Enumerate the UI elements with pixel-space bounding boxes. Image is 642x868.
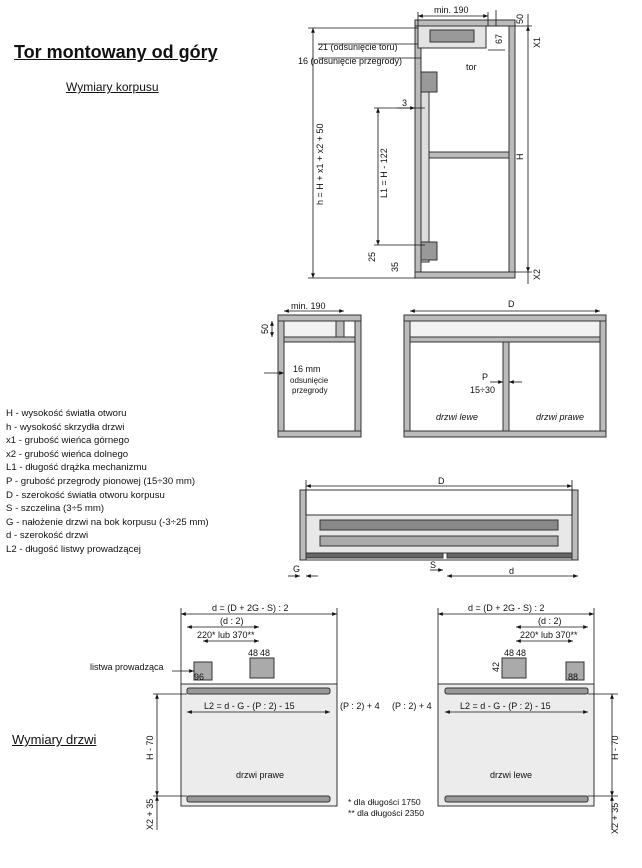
label-H-side: H <box>515 154 525 161</box>
door-left-dims <box>437 608 618 830</box>
label-S: S <box>430 560 436 570</box>
label-16mm: 16 mm <box>293 364 321 374</box>
legend-item: L1 - długość drążka mechanizmu <box>6 462 147 474</box>
label-dim3: 3 <box>402 98 407 108</box>
label-D-plan: D <box>438 476 445 486</box>
legend-item: H - wysokość światła otworu <box>6 408 127 419</box>
label-x2-35-right: X2 + 35 <box>145 799 155 830</box>
label-L2-right: L2 = d - G - (P : 2) - 15 <box>204 701 295 711</box>
label-half-d-right: (d : 2) <box>220 616 244 626</box>
label-tor: tor <box>466 62 477 72</box>
label-x2: X2 <box>532 269 542 280</box>
label-H70-right: H - 70 <box>145 735 155 760</box>
label-drzwi-prawe-mid: drzwi prawe <box>536 412 584 422</box>
label-48b-right: 48 <box>260 648 270 658</box>
label-220-370-right: 220* lub 370** <box>197 630 255 640</box>
legend-item: G - nałożenie drzwi na bok korpusu (-3÷2… <box>6 516 209 528</box>
legend-item: S - szczelina (3÷5 mm) <box>6 503 105 515</box>
label-p-half-left: (P : 2) + 4 <box>392 701 432 711</box>
label-G: G <box>293 564 300 574</box>
front-view-small-dims <box>264 309 344 375</box>
label-dim67: 67 <box>494 34 504 44</box>
label-d: d <box>509 566 514 576</box>
label-half-d-left: (d : 2) <box>538 616 562 626</box>
plan-view <box>299 489 579 561</box>
label-p-half-right: (P : 2) + 4 <box>340 701 380 711</box>
label-min190-mid: min. 190 <box>291 301 326 311</box>
drawing-labels: min. 190 21 (odsunięcie toru) 16 (odsuni… <box>90 5 620 834</box>
legend-item: D - szerokość światła otworu korpusu <box>6 489 165 501</box>
label-listwa: listwa prowadząca <box>90 662 164 672</box>
footnote: * dla długości 1750 <box>348 797 421 807</box>
label-88: 88 <box>568 672 578 682</box>
label-dim35: 35 <box>390 262 400 272</box>
label-odsuniecie-toru: 21 (odsunięcie toru) <box>318 42 398 52</box>
legend: H - wysokość światła otworu h - wysokość… <box>6 407 209 557</box>
label-min190-top: min. 190 <box>434 5 469 15</box>
door-right-drawing <box>180 657 338 807</box>
label-P: P <box>482 372 488 382</box>
label-48a-left: 48 <box>504 648 514 658</box>
label-dim50-top: 50 <box>515 14 525 24</box>
label-door-width-right: d = (D + 2G - S) : 2 <box>212 603 289 613</box>
front-view-small <box>277 314 362 438</box>
page-title: Tor montowany od góry <box>14 42 218 62</box>
footnotes: * dla długości 1750 ** dla długości 2350 <box>348 797 424 819</box>
label-h-formula: h = H + x1 + x2 + 50 <box>315 123 325 205</box>
plan-view-dims <box>288 480 578 578</box>
label-dim25: 25 <box>367 252 377 262</box>
legend-item: L2 - długość listwy prowadzącej <box>6 543 141 555</box>
door-right-dims <box>153 608 338 830</box>
legend-item: x1 - grubość wieńca górnego <box>6 435 130 447</box>
label-odsuniecie: odsunięcie <box>290 376 329 385</box>
door-left-drawing <box>437 657 595 807</box>
label-drzwi-lewe: drzwi lewe <box>490 770 532 780</box>
side-view-dimensions <box>308 10 532 284</box>
label-48a-right: 48 <box>248 648 258 658</box>
legend-item: h - wysokość skrzydła drzwi <box>6 421 125 433</box>
footnote: ** dla długości 2350 <box>348 808 424 818</box>
label-42: 42 <box>491 662 501 672</box>
legend-item: x2 - grubość wieńca dolnego <box>6 448 129 460</box>
label-drzwi-prawe: drzwi prawe <box>236 770 284 780</box>
subtitle-doors: Wymiary drzwi <box>12 732 97 747</box>
label-H70-left: H - 70 <box>610 735 620 760</box>
label-48b-left: 48 <box>516 648 526 658</box>
label-D-mid: D <box>508 299 515 309</box>
legend-item: d - szerokość drzwi <box>6 530 89 542</box>
label-door-width-left: d = (D + 2G - S) : 2 <box>468 603 545 613</box>
label-x1: X1 <box>532 37 542 48</box>
label-L2-left: L2 = d - G - (P : 2) - 15 <box>460 701 551 711</box>
front-view-wide <box>403 314 607 438</box>
front-view-wide-dims <box>410 309 600 384</box>
label-220-370-left: 220* lub 370** <box>520 630 578 640</box>
label-odsuniecie-przegrody: 16 (odsunięcie przegrody) <box>298 56 402 66</box>
side-view-cabinet <box>414 19 516 279</box>
label-przegrody: przegrody <box>292 386 328 395</box>
label-P-range: 15÷30 <box>470 385 495 395</box>
label-dim50-mid: 50 <box>260 324 270 334</box>
label-drzwi-lewe-mid: drzwi lewe <box>436 412 478 422</box>
label-L1-formula: L1 = H - 122 <box>379 148 389 198</box>
subtitle-body: Wymiary korpusu <box>66 80 159 94</box>
label-x2-35-left: X2 + 35 <box>610 803 620 834</box>
label-96: 96 <box>194 672 204 682</box>
legend-item: P - grubość przegrody pionowej (15÷30 mm… <box>6 475 196 487</box>
